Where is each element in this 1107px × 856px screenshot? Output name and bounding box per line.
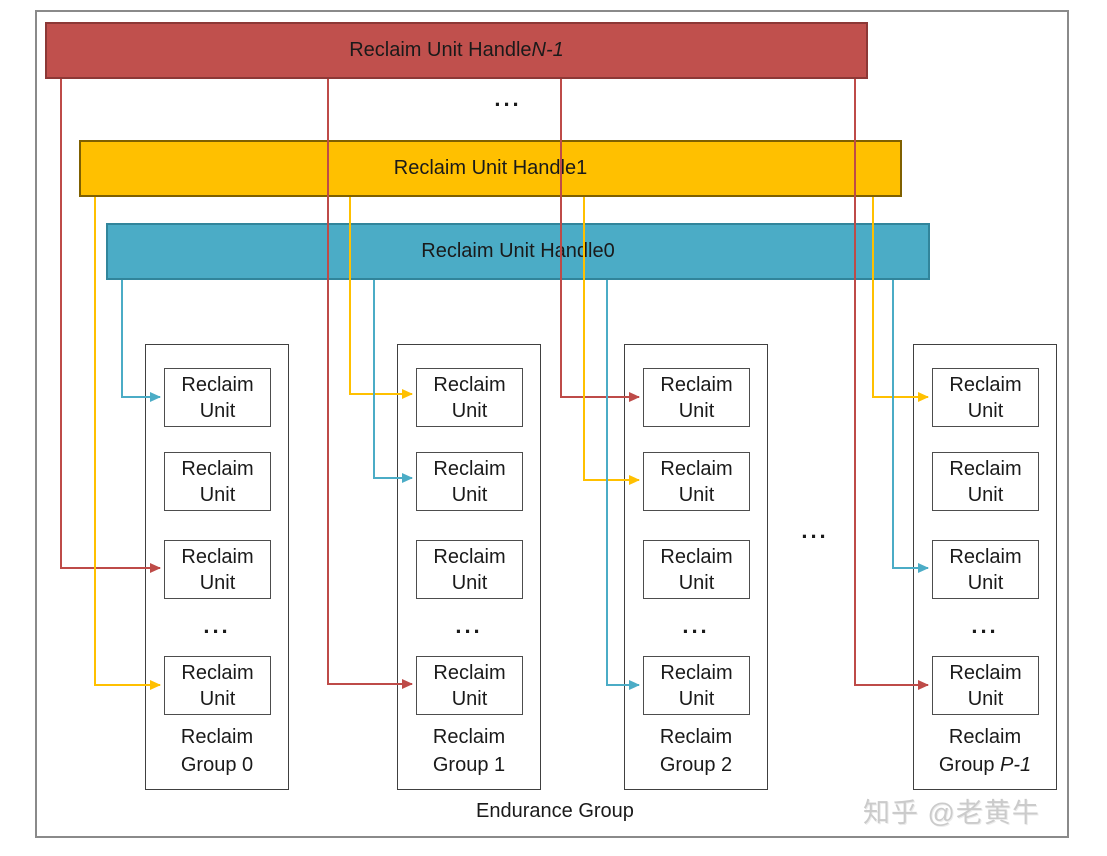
group-2-label-line2: Group (659, 754, 722, 776)
handle-0-label: Reclaim Unit Handle (421, 240, 604, 262)
zhihu-watermark: 知乎 @老黄牛 (863, 798, 1040, 828)
group-0-label-line2: Group (180, 754, 243, 776)
reclaim-unit-box: Reclaim Unit (164, 540, 271, 599)
reclaim-unit-box: Reclaim Unit (643, 540, 750, 599)
reclaim-group-1-box: Reclaim Unit Reclaim Unit Reclaim Unit .… (397, 344, 541, 790)
endurance-group-label: Endurance Group (476, 800, 634, 822)
reclaim-group-p-1-box: Reclaim Unit Reclaim Unit Reclaim Unit .… (913, 344, 1057, 790)
reclaim-unit-box: Reclaim Unit (643, 368, 750, 427)
group-p-1-label-index: P-1 (1000, 754, 1032, 776)
handle-1-label-suffix: 1 (576, 157, 588, 179)
ellipsis-units-group-2: ... (682, 613, 710, 638)
group-1-label-line1: Reclaim (432, 726, 506, 748)
ellipsis-between-groups: ... (801, 518, 829, 543)
reclaim-unit-box: Reclaim Unit (416, 540, 523, 599)
handle-n-1-label: Reclaim Unit Handle (349, 39, 532, 61)
reclaim-unit-box: Reclaim Unit (416, 368, 523, 427)
reclaim-group-0-label: Reclaim Group 0 (146, 723, 288, 779)
reclaim-group-p-1-label: Reclaim Group P-1 (914, 723, 1056, 779)
group-2-label-index: 2 (721, 754, 733, 776)
reclaim-unit-box: Reclaim Unit (643, 452, 750, 511)
reclaim-unit-handle-0-bar: Reclaim Unit Handle 0 (106, 223, 930, 280)
reclaim-unit-box: Reclaim Unit (932, 540, 1039, 599)
handle-n-1-label-suffix: N-1 (531, 39, 564, 61)
reclaim-group-0-box: Reclaim Unit Reclaim Unit Reclaim Unit .… (145, 344, 289, 790)
reclaim-unit-box: Reclaim Unit (164, 452, 271, 511)
ellipsis-between-handles: ... (494, 86, 522, 111)
reclaim-unit-box: Reclaim Unit (164, 656, 271, 715)
reclaim-unit-box: Reclaim Unit (416, 656, 523, 715)
group-0-label-line1: Reclaim (180, 726, 254, 748)
reclaim-unit-box: Reclaim Unit (932, 656, 1039, 715)
group-1-label-index: 1 (494, 754, 506, 776)
reclaim-unit-box: Reclaim Unit (932, 452, 1039, 511)
reclaim-unit-handle-1-bar: Reclaim Unit Handle 1 (79, 140, 902, 197)
reclaim-unit-box: Reclaim Unit (164, 368, 271, 427)
group-2-label-line1: Reclaim (659, 726, 733, 748)
ellipsis-units-group-1: ... (455, 613, 483, 638)
reclaim-group-2-label: Reclaim Group 2 (625, 723, 767, 779)
ellipsis-units-group-0: ... (203, 613, 231, 638)
group-0-label-index: 0 (242, 754, 254, 776)
group-p-1-label-line1: Reclaim (948, 726, 1022, 748)
reclaim-unit-box: Reclaim Unit (932, 368, 1039, 427)
group-p-1-label-line2: Group (938, 754, 1001, 776)
reclaim-unit-box: Reclaim Unit (416, 452, 523, 511)
handle-0-label-suffix: 0 (603, 240, 615, 262)
ellipsis-units-group-p-1: ... (971, 613, 999, 638)
reclaim-group-2-box: Reclaim Unit Reclaim Unit Reclaim Unit .… (624, 344, 768, 790)
reclaim-unit-handle-n-1-bar: Reclaim Unit Handle N-1 (45, 22, 868, 79)
handle-1-label: Reclaim Unit Handle (393, 157, 577, 179)
reclaim-unit-box: Reclaim Unit (643, 656, 750, 715)
group-1-label-line2: Group (432, 754, 495, 776)
reclaim-group-1-label: Reclaim Group 1 (398, 723, 540, 779)
